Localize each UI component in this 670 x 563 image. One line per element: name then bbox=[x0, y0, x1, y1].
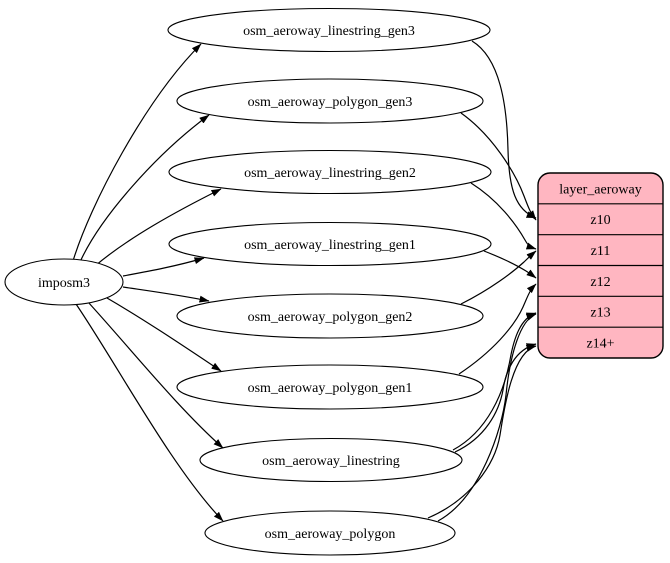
osm_aeroway_polygon-label: osm_aeroway_polygon bbox=[265, 527, 396, 542]
edge-imposm3-to-osm_aeroway_linestring_gen2 bbox=[94, 188, 222, 267]
edge-osm_aeroway_polygon_gen1-to-z12 bbox=[458, 283, 537, 375]
node-osm_aeroway_polygon_gen1: osm_aeroway_polygon_gen1 bbox=[176, 364, 484, 410]
edge-imposm3-to-osm_aeroway_linestring_gen3 bbox=[72, 43, 202, 262]
edge-osm_aeroway_linestring_gen1-to-z12 bbox=[483, 250, 537, 279]
node-osm_aeroway_linestring_gen1: osm_aeroway_linestring_gen1 bbox=[168, 221, 492, 267]
osm_aeroway_linestring_gen3-ellipse bbox=[167, 7, 491, 53]
node-osm_aeroway_linestring_gen3: osm_aeroway_linestring_gen3 bbox=[167, 7, 491, 53]
node-osm_aeroway_linestring_gen2: osm_aeroway_linestring_gen2 bbox=[168, 149, 492, 195]
layer-row-z11: z11 bbox=[591, 244, 611, 259]
osm_aeroway_linestring_gen1-label: osm_aeroway_linestring_gen1 bbox=[244, 238, 416, 253]
edge-osm_aeroway_linestring-to-z13 bbox=[452, 312, 537, 451]
osm_aeroway_polygon_gen3-label: osm_aeroway_polygon_gen3 bbox=[248, 95, 413, 110]
layer-row-z12: z12 bbox=[590, 275, 610, 290]
edge-imposm3-to-osm_aeroway_polygon bbox=[75, 303, 224, 522]
layer-row-z13: z13 bbox=[590, 306, 610, 321]
node-osm_aeroway_polygon_gen3: osm_aeroway_polygon_gen3 bbox=[176, 78, 484, 124]
osm_aeroway_linestring_gen2-label: osm_aeroway_linestring_gen2 bbox=[244, 166, 416, 181]
layer-row-z14+: z14+ bbox=[586, 336, 614, 351]
osm_aeroway_polygon_gen2-ellipse bbox=[176, 293, 484, 339]
osm_aeroway_linestring_gen1-ellipse bbox=[168, 221, 492, 267]
edge-imposm3-to-osm_aeroway_polygon_gen1 bbox=[106, 297, 222, 372]
osm_aeroway_polygon_gen1-ellipse bbox=[176, 364, 484, 410]
osm_aeroway_polygon-ellipse bbox=[204, 510, 456, 556]
osm_aeroway_linestring_gen2-ellipse bbox=[168, 149, 492, 195]
osm_aeroway_polygon_gen1-label: osm_aeroway_polygon_gen1 bbox=[248, 381, 413, 396]
osm_aeroway_polygon_gen2-label: osm_aeroway_polygon_gen2 bbox=[248, 310, 413, 325]
edge-imposm3-to-osm_aeroway_linestring_gen1 bbox=[122, 257, 205, 277]
edge-imposm3-to-osm_aeroway_polygon_gen3 bbox=[79, 114, 210, 263]
node-layer_aeroway: layer_aeroway z10 z11 z12 z13 z14+ bbox=[537, 172, 664, 359]
osm_aeroway_linestring-label: osm_aeroway_linestring bbox=[262, 454, 400, 469]
edge-osm_aeroway_linestring_gen2-to-z11 bbox=[470, 182, 537, 250]
node-osm_aeroway_polygon: osm_aeroway_polygon bbox=[204, 510, 456, 556]
layer-row-z10: z10 bbox=[590, 213, 610, 228]
edge-osm_aeroway_linestring-to-z14+ bbox=[454, 343, 537, 453]
osm_aeroway_linestring-ellipse bbox=[199, 437, 463, 483]
edge-osm_aeroway_polygon-to-z13 bbox=[437, 313, 537, 522]
node-osm_aeroway_polygon_gen2: osm_aeroway_polygon_gen2 bbox=[176, 293, 484, 339]
imposm3-ellipse bbox=[4, 258, 124, 306]
edge-osm_aeroway_linestring_gen3-to-z10 bbox=[471, 40, 537, 219]
edge-imposm3-to-osm_aeroway_polygon_gen2 bbox=[122, 286, 210, 303]
edge-osm_aeroway_polygon-to-z14+ bbox=[427, 344, 537, 519]
node-osm_aeroway_linestring: osm_aeroway_linestring bbox=[199, 437, 463, 483]
imposm3-label: imposm3 bbox=[38, 276, 90, 291]
edge-osm_aeroway_polygon_gen2-to-z11 bbox=[460, 250, 537, 305]
edge-imposm3-to-osm_aeroway_linestring bbox=[87, 301, 224, 449]
osm_aeroway_linestring_gen3-label: osm_aeroway_linestring_gen3 bbox=[243, 24, 415, 39]
node-imposm3: imposm3 bbox=[4, 258, 124, 306]
edge-osm_aeroway_polygon_gen3-to-z10 bbox=[460, 112, 537, 221]
layer-aeroway-title: layer_aeroway bbox=[559, 182, 641, 197]
osm_aeroway_polygon_gen3-ellipse bbox=[176, 78, 484, 124]
